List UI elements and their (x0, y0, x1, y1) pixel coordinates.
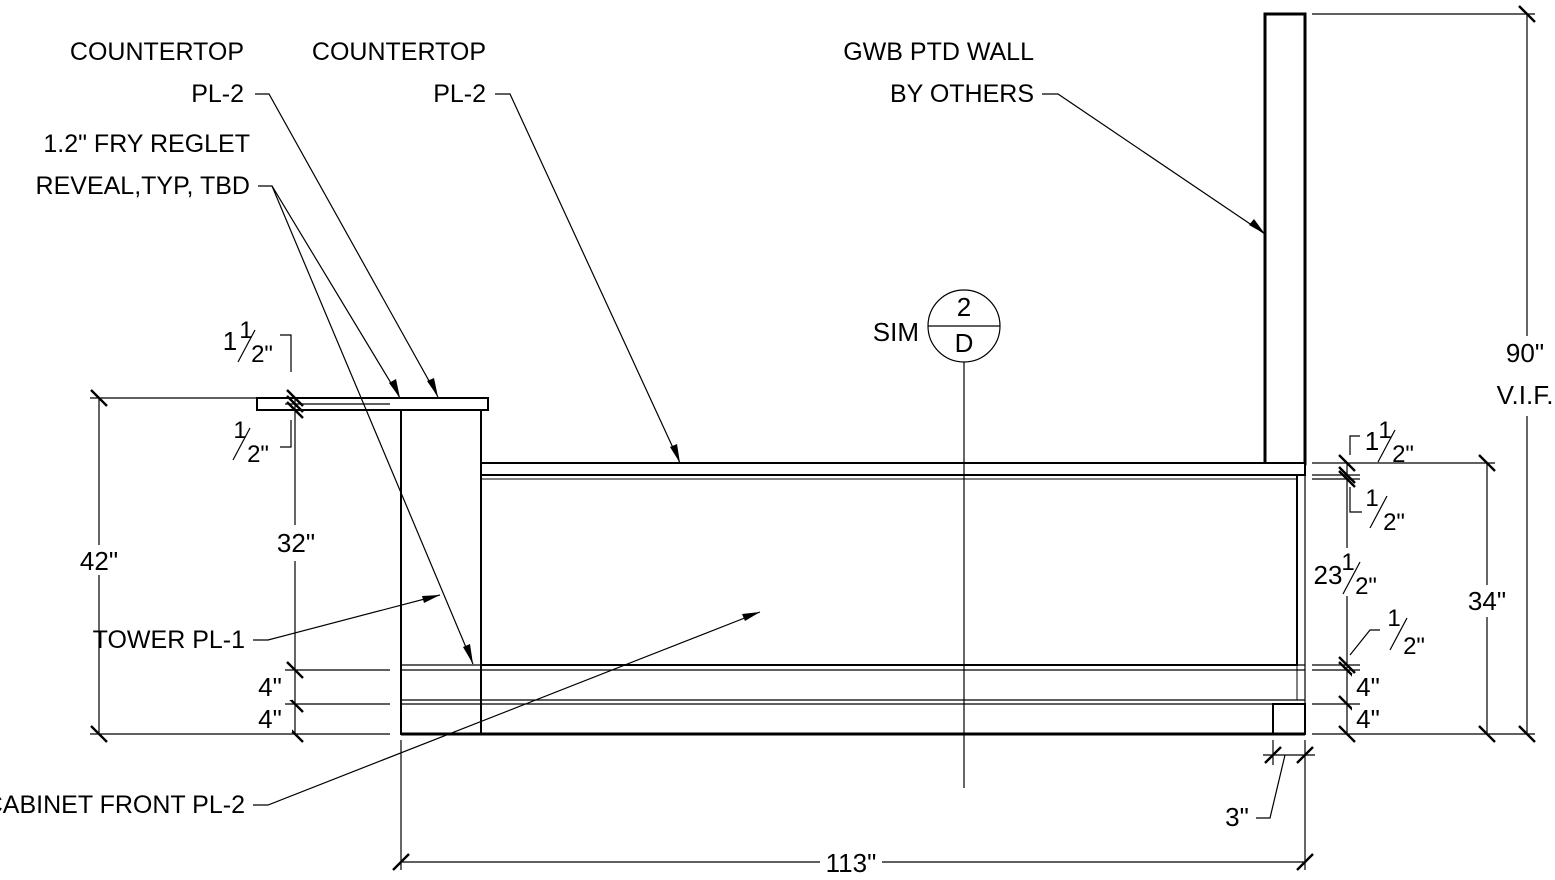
svg-text:23: 23 (1314, 560, 1343, 590)
callout-countertop-left: COUNTERTOP PL-2 (70, 38, 439, 398)
svg-text:2": 2" (1403, 633, 1425, 660)
svg-text:2": 2" (1383, 509, 1405, 536)
svg-text:4": 4" (258, 704, 282, 734)
callout-cabinet-front: CABINET FRONT PL-2 (0, 611, 761, 819)
dim-90: 90" V.I.F. (1312, 5, 1554, 743)
svg-text:V.I.F.: V.I.F. (1497, 380, 1554, 410)
main-countertop (480, 462, 1306, 476)
svg-text:COUNTERTOP: COUNTERTOP (70, 38, 244, 66)
svg-text:113": 113" (826, 848, 877, 878)
svg-text:1: 1 (233, 417, 246, 444)
svg-text:3": 3" (1225, 802, 1249, 832)
svg-text:CABINET FRONT PL-2: CABINET FRONT PL-2 (0, 791, 245, 819)
toe-kick (1272, 703, 1306, 735)
dim-34: 34" (1312, 454, 1514, 743)
svg-text:1.2" FRY REGLET: 1.2" FRY REGLET (43, 130, 250, 158)
dim-left-stack: 32" 4" 4" 1 1 2" 1 2" (223, 317, 390, 743)
svg-text:PL-2: PL-2 (191, 80, 244, 108)
tower (400, 409, 482, 735)
dim-42: 42" (80, 389, 390, 743)
svg-text:90": 90" (1506, 338, 1544, 368)
svg-text:4": 4" (1356, 672, 1380, 702)
callout-reveal: 1.2" FRY REGLET REVEAL,TYP, TBD (36, 130, 474, 665)
svg-text:42": 42" (80, 546, 118, 576)
svg-text:1: 1 (1387, 605, 1400, 632)
svg-text:2": 2" (251, 341, 273, 368)
svg-text:34": 34" (1468, 586, 1506, 616)
svg-text:2": 2" (1392, 441, 1414, 468)
svg-text:GWB PTD WALL: GWB PTD WALL (843, 38, 1034, 66)
gwb-wall (1263, 12, 1307, 466)
callout-gwb-wall: GWB PTD WALL BY OTHERS (843, 38, 1266, 235)
dim-3: 3" (1225, 740, 1315, 832)
callout-tower: TOWER PL-1 (93, 594, 441, 654)
section-number: 2 (957, 292, 971, 322)
svg-text:2": 2" (247, 441, 269, 468)
section-sheet: D (955, 328, 974, 358)
section-prefix: SIM (873, 317, 919, 347)
callout-countertop-right: COUNTERTOP PL-2 (312, 38, 681, 464)
svg-text:PL-2: PL-2 (433, 80, 486, 108)
svg-text:1: 1 (1378, 417, 1391, 444)
svg-text:2": 2" (1355, 573, 1377, 600)
svg-text:TOWER PL-1: TOWER PL-1 (93, 626, 245, 654)
svg-text:1: 1 (223, 326, 237, 356)
svg-text:1: 1 (1365, 426, 1379, 456)
cabinet-front (480, 474, 1298, 666)
svg-text:4": 4" (1356, 704, 1380, 734)
svg-text:32": 32" (277, 528, 315, 558)
svg-text:4": 4" (258, 672, 282, 702)
svg-text:BY OTHERS: BY OTHERS (890, 80, 1034, 108)
dim-right-stack: 1 1 2" 1 2" 23 1 2" 1 2" 4" 4" (1312, 417, 1425, 743)
section-marker: 2 D SIM (873, 289, 1001, 788)
dim-113: 113" (392, 740, 1314, 878)
svg-text:1: 1 (1365, 485, 1378, 512)
svg-text:1: 1 (1341, 549, 1354, 576)
svg-text:1: 1 (239, 317, 252, 344)
svg-text:COUNTERTOP: COUNTERTOP (312, 38, 486, 66)
svg-text:REVEAL,TYP, TBD: REVEAL,TYP, TBD (36, 172, 250, 200)
